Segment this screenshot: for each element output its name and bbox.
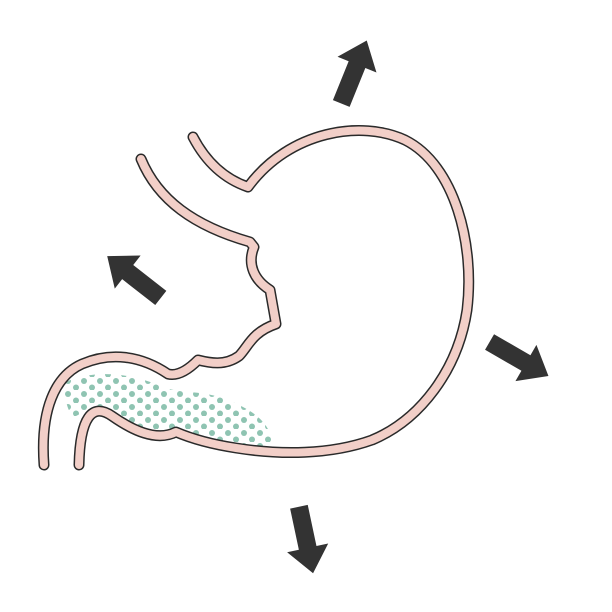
- expansion-arrow-icon: [485, 334, 549, 382]
- expansion-arrow-icon: [332, 40, 377, 107]
- stomach-wall-band: [75, 126, 473, 469]
- gastric-contents: [64, 374, 272, 456]
- expansion-arrow-icon: [287, 504, 329, 574]
- expansion-arrow-icon: [107, 255, 167, 306]
- stomach-wall-band: [39, 155, 280, 469]
- stomach-icon: [37, 125, 475, 471]
